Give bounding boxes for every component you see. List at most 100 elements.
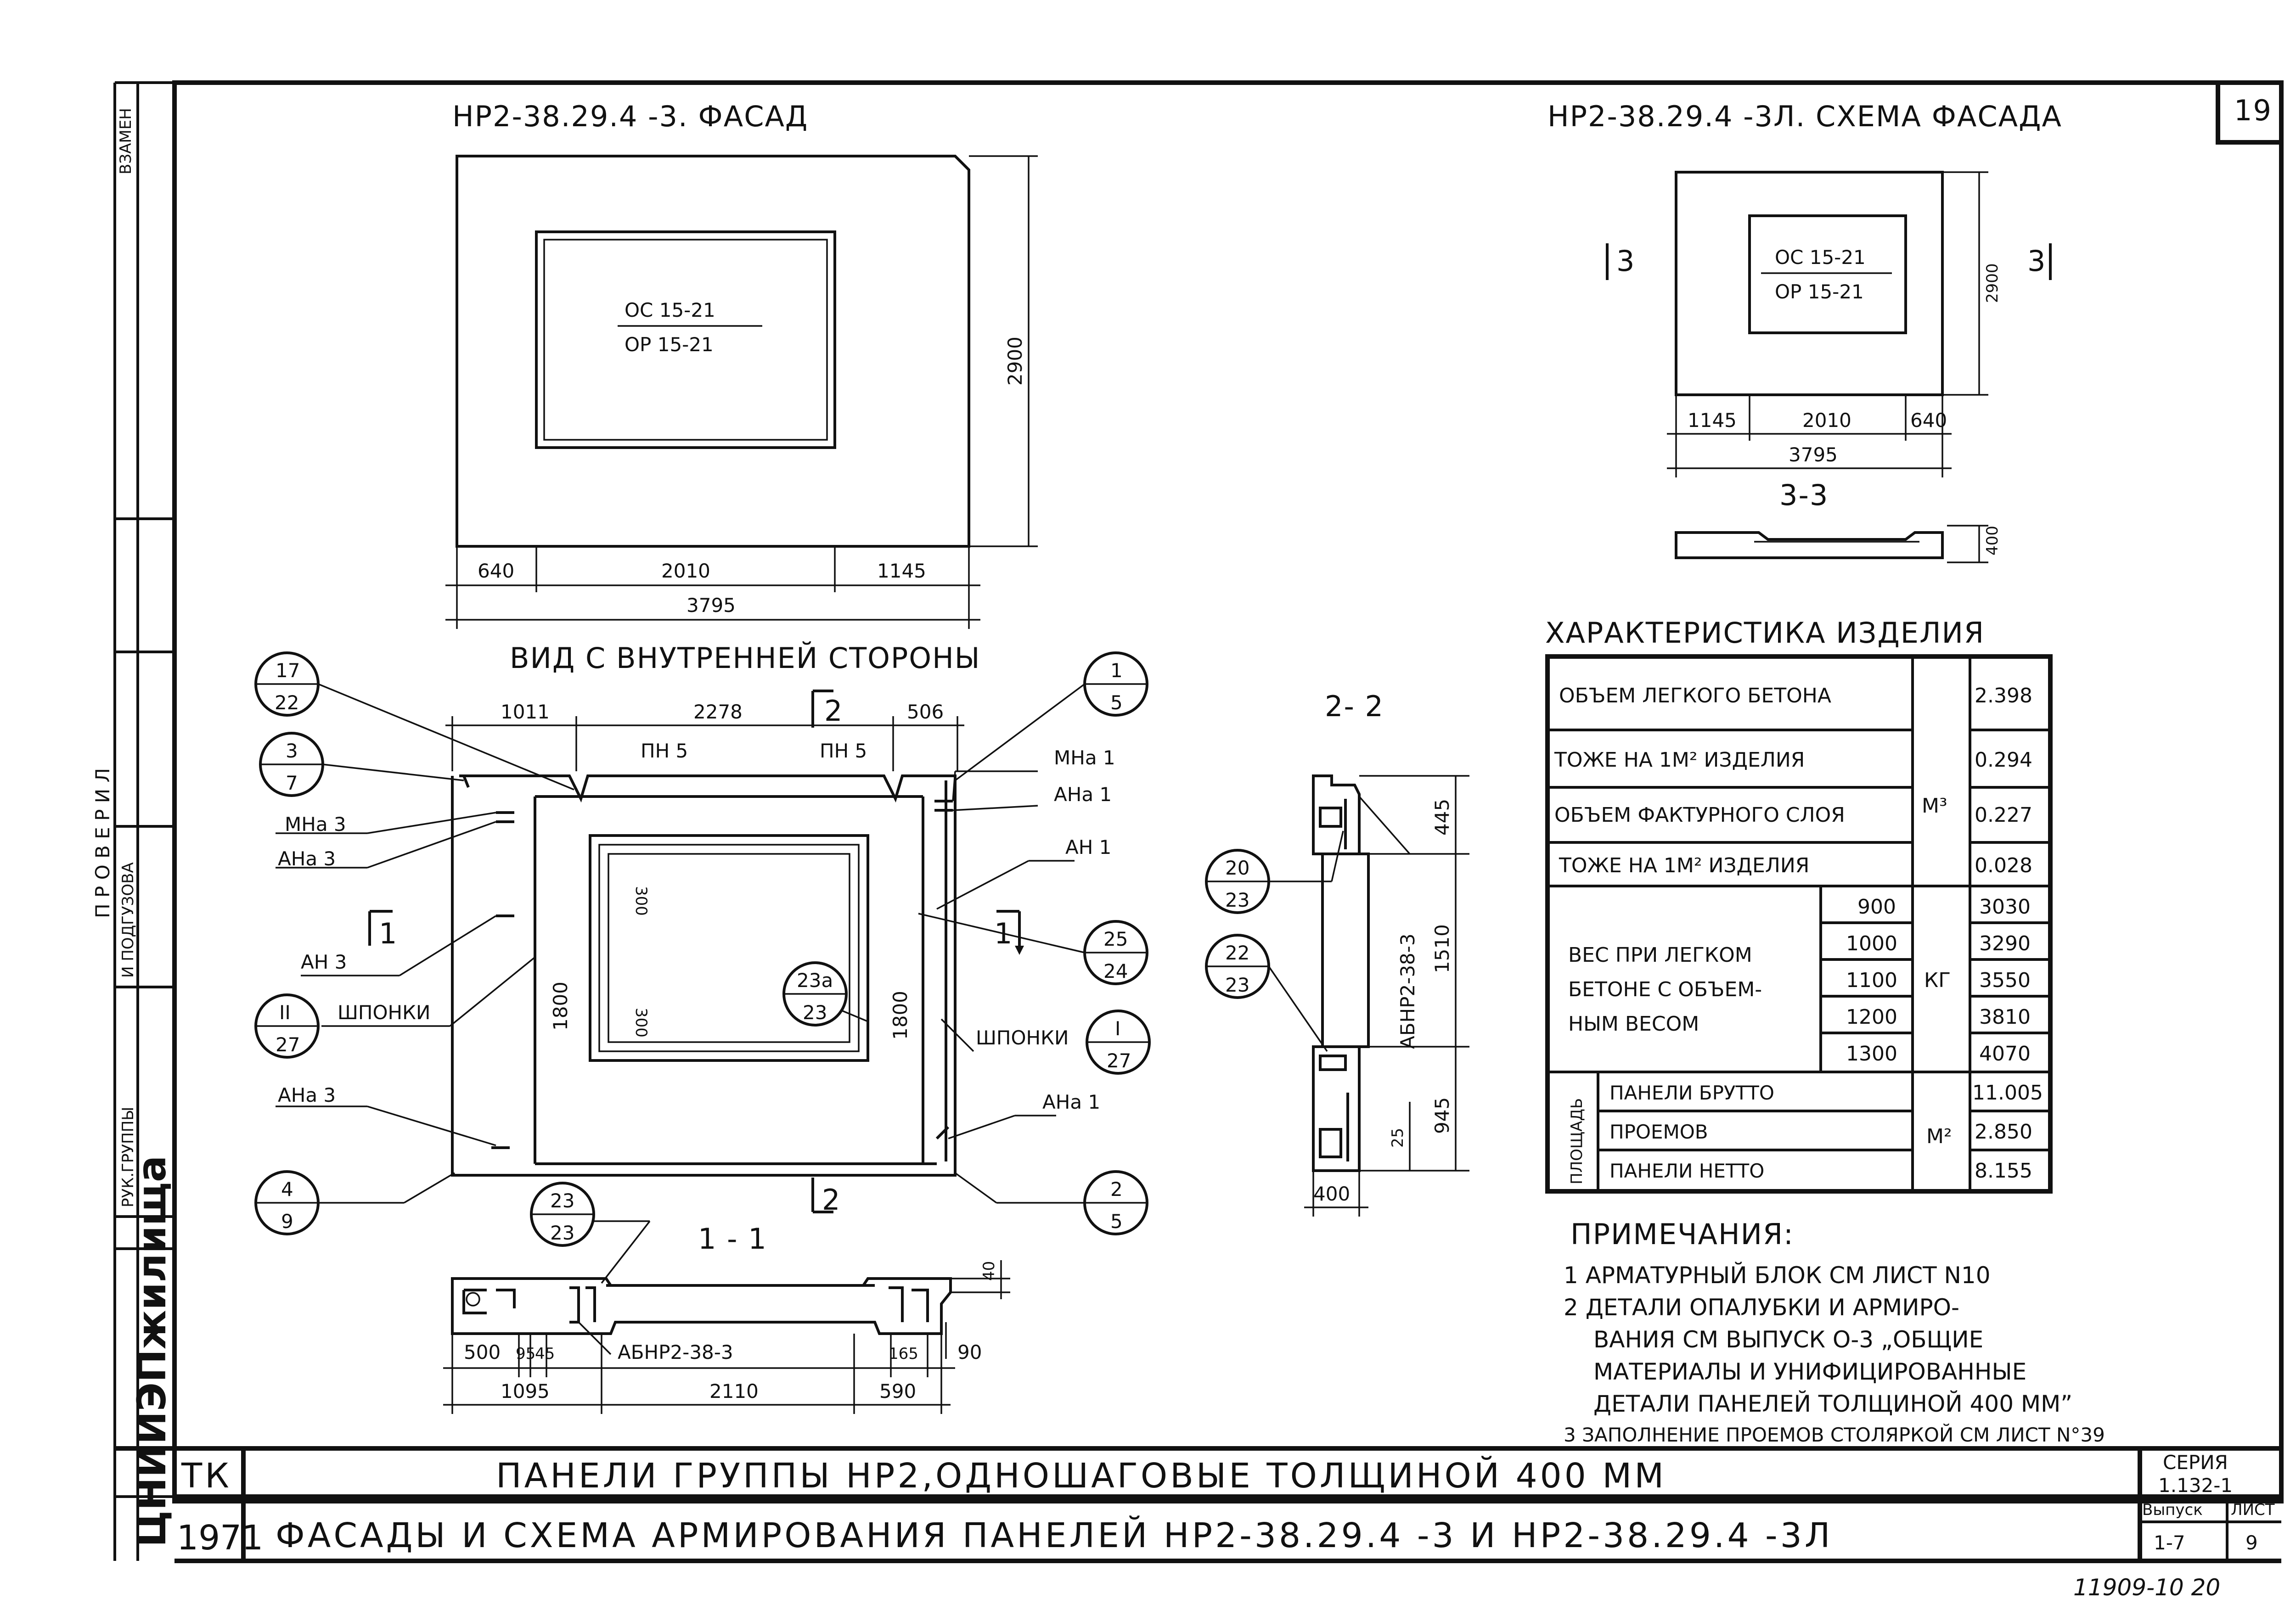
characteristics-title: ХАРАКТЕРИСТИКА ИЗДЕЛИЯ	[1545, 616, 1985, 650]
callout-1-5-bottom: 5	[1110, 691, 1123, 714]
sidebar-vzamen: ВЗАМЕН	[117, 108, 135, 174]
title-line-1: ПАНЕЛИ ГРУППЫ НР2,ОДНОШАГОВЫЕ ТОЛЩИНОЙ 4…	[496, 1455, 1666, 1496]
callout-1-5-top: 1	[1110, 659, 1123, 682]
facade-title: НР2-38.29.4 -3. ФАСАД	[452, 100, 808, 133]
char-weight-1200: 3810	[1979, 1005, 2031, 1029]
char-weight-label-1: ВЕС ПРИ ЛЕГКОМ	[1568, 943, 1752, 967]
scheme-dimensions	[1667, 171, 1988, 477]
char-area-label: ПЛОЩАДЬ	[1568, 1098, 1586, 1184]
callout-II-27	[254, 993, 320, 1059]
callout-I-27-bottom: 27	[1107, 1049, 1131, 1072]
inner-dim-3: 506	[907, 701, 944, 723]
char-density-1000: 1000	[1846, 932, 1897, 955]
char-row-3-value: 0.227	[1975, 803, 2032, 827]
title-seria-label: СЕРИЯ	[2163, 1451, 2228, 1474]
char-row-2-value: 0.294	[1975, 748, 2032, 772]
scheme-section-profile	[1675, 525, 1988, 563]
facade-panel	[456, 155, 970, 548]
title-block-grid	[115, 1446, 2281, 1563]
label-ana3-bottom: АНа 3	[278, 1084, 336, 1106]
char-density-1200: 1200	[1846, 1005, 1897, 1029]
inner-label-leaders	[276, 770, 1075, 1146]
facade-window-bottom: ОР 15-21	[625, 333, 714, 356]
callout-17-22-top: 17	[276, 659, 300, 682]
section-2-2-dim-1510: 1510	[1431, 924, 1453, 973]
label-shponki-left: ШПОНКИ	[338, 1001, 430, 1024]
callout-2-5-bottom: 5	[1110, 1210, 1123, 1233]
callout-3-7-top: 3	[286, 740, 298, 762]
note-line-6: 3 ЗАПОЛНЕНИЕ ПРОЕМОВ СТОЛЯРКОЙ СМ ЛИСТ N…	[1564, 1423, 2105, 1446]
inner-section-1-marks	[368, 910, 1024, 1213]
scheme-section-mark-left: 3	[1616, 244, 1635, 278]
note-line-1: 1 АРМАТУРНЫЙ БЛОК СМ ЛИСТ N10	[1564, 1262, 1991, 1289]
section-2-2-width: 400	[1313, 1183, 1350, 1205]
callout-3-7	[259, 732, 464, 797]
char-weight-900: 3030	[1979, 895, 2031, 919]
label-mna3: МНа 3	[285, 813, 346, 836]
callout-20-23-bottom: 23	[1225, 889, 1249, 911]
facade-total-dim: 3795	[687, 594, 736, 617]
inner-dim-1: 1011	[501, 701, 550, 723]
section-1-1-dim-500: 500	[464, 1341, 501, 1363]
facade-dim-2: 2010	[661, 560, 710, 582]
inner-section-1-left: 1	[379, 917, 398, 950]
sidebar-stamp	[115, 517, 174, 1498]
sidebar-org-stamp: ЦНИИЭПжилища	[129, 1156, 175, 1547]
footer-code: 11909-10 20	[2073, 1574, 2220, 1601]
callout-23-23-top: 23	[550, 1189, 574, 1212]
title-tk: ТК	[181, 1456, 232, 1496]
callout-I-27	[1086, 1010, 1151, 1075]
char-row-1-value: 2.398	[1975, 684, 2032, 707]
callout-25-24	[918, 913, 1148, 985]
inner-view-panel	[451, 774, 957, 1177]
char-area-3-value: 8.155	[1975, 1159, 2032, 1183]
char-area-1-value: 11.005	[1972, 1081, 2043, 1105]
callout-2-5-top: 2	[1110, 1178, 1123, 1200]
char-weight-label-2: БЕТОНЕ С ОБЪЕМ-	[1568, 978, 1762, 1001]
callout-20-23-top-num: 20	[1225, 857, 1249, 879]
section-1-1-dim-95: 95	[516, 1345, 535, 1363]
section-1-1-block: АБНР2-38-3	[618, 1341, 733, 1363]
label-mna1: МНа 1	[1054, 746, 1115, 769]
callout-2-5	[954, 1170, 1148, 1235]
char-area-1-label: ПАНЕЛИ БРУТТО	[1609, 1082, 1774, 1104]
callout-25-24-bottom: 24	[1103, 960, 1128, 982]
callout-23-23-bottom: 23	[550, 1222, 574, 1244]
callout-II-27-bottom: 27	[276, 1033, 300, 1056]
title-vypusk: 1-7	[2154, 1531, 2185, 1554]
note-line-3: ВАНИЯ СМ ВЫПУСК О-3 „ОБЩИЕ	[1593, 1326, 1983, 1353]
inner-pn5-right: ПН 5	[820, 740, 867, 762]
callout-25-24-top: 25	[1103, 928, 1128, 950]
scheme-panel	[1675, 171, 1944, 396]
scheme-dim-2: 2010	[1802, 409, 1851, 432]
inner-window-dim-bottom: 300	[632, 1008, 650, 1038]
inner-section-2-top: 2	[824, 694, 843, 728]
section-2-2-title: 2- 2	[1325, 690, 1384, 723]
characteristics-table-grid	[1545, 654, 2053, 1194]
title-seria: 1.132-1	[2158, 1474, 2233, 1497]
callout-4-9-top: 4	[281, 1178, 293, 1200]
callout-23a-23-bottom: 23	[803, 1001, 827, 1024]
char-density-900: 900	[1857, 895, 1896, 919]
inner-dim-2: 2278	[693, 701, 743, 723]
char-density-1300: 1300	[1846, 1042, 1897, 1066]
scheme-section-marks	[1606, 243, 2052, 280]
char-weight-1000: 3290	[1979, 932, 2031, 955]
notes-title: ПРИМЕЧАНИЯ:	[1570, 1217, 1794, 1251]
inner-height-left: 1800	[549, 982, 572, 1031]
char-density-1100: 1100	[1846, 969, 1897, 992]
sidebar-i-podgusova: И ПОДГУЗОВА	[119, 862, 137, 978]
scheme-height-dim: 2900	[1983, 263, 2002, 303]
facade-dim-1: 640	[478, 560, 514, 582]
label-an3: АН 3	[301, 951, 347, 973]
label-an1: АН 1	[1065, 836, 1111, 858]
char-area-2-label: ПРОЕМОВ	[1609, 1121, 1708, 1143]
char-unit-kg: КГ	[1924, 969, 1951, 992]
callout-20-23	[1205, 830, 1344, 914]
callout-4-9-bottom: 9	[281, 1210, 293, 1233]
char-row-3-label: ОБЪЕМ ФАКТУРНОГО СЛОЯ	[1554, 803, 1845, 827]
sheet-number: 19	[2234, 94, 2272, 127]
char-row-1-label: ОБЪЕМ ЛЕГКОГО БЕТОНА	[1559, 684, 1831, 707]
inner-section-2-mark-top	[811, 690, 833, 728]
section-2-2-dim-945: 945	[1431, 1097, 1453, 1134]
